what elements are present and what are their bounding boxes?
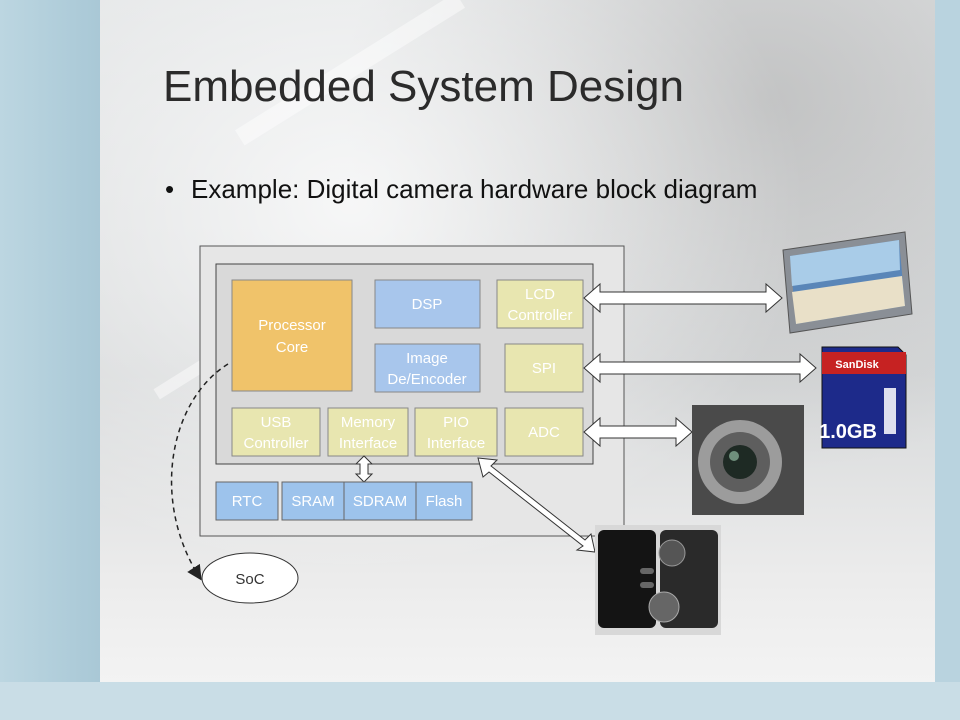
right-decor-band bbox=[935, 0, 960, 720]
camera-back-icon bbox=[595, 525, 721, 635]
sd-card-brand: SanDisk bbox=[835, 359, 879, 371]
dsp-block: DSP bbox=[374, 279, 481, 329]
memory-interface-label-2: Interface bbox=[339, 435, 397, 452]
flash-label: Flash bbox=[426, 493, 463, 510]
bottom-decor-band bbox=[0, 682, 960, 720]
image-codec-label-2: De/Encoder bbox=[387, 371, 466, 388]
lcd-controller-label-1: LCD bbox=[525, 286, 555, 303]
usb-controller-label-2: Controller bbox=[243, 435, 308, 452]
image-codec-label-1: Image bbox=[406, 350, 448, 367]
spi-block: SPI bbox=[504, 343, 584, 393]
usb-controller-label-1: USB bbox=[261, 414, 292, 431]
lcd-controller-block: LCD Controller bbox=[496, 279, 584, 329]
usb-controller-block: USB Controller bbox=[231, 407, 321, 457]
pio-interface-block: PIO Interface bbox=[414, 407, 498, 457]
camera-lens-icon bbox=[692, 405, 804, 515]
memory-interface-block: Memory Interface bbox=[327, 407, 409, 457]
dsp-label: DSP bbox=[412, 296, 443, 313]
adc-block: ADC bbox=[504, 407, 584, 457]
bullet-item: • Example: Digital camera hardware block … bbox=[165, 174, 757, 205]
left-decor-band bbox=[0, 0, 100, 720]
lcd-controller-label-2: Controller bbox=[507, 307, 572, 324]
processor-core-block: Processor Core bbox=[231, 279, 353, 392]
soc-pointer-arrow bbox=[170, 363, 229, 581]
sd-card-icon: SanDisk 1.0GB bbox=[819, 346, 907, 449]
lcd-monitor-icon bbox=[782, 231, 913, 334]
pio-interface-label-2: Interface bbox=[427, 435, 485, 452]
sd-card-capacity: 1.0GB bbox=[819, 421, 877, 443]
sram-label: SRAM bbox=[291, 493, 334, 510]
pio-interface-label-1: PIO bbox=[443, 414, 469, 431]
lcd-link-arrow bbox=[583, 282, 783, 314]
flash-block: Flash bbox=[415, 481, 473, 521]
spi-link-arrow bbox=[583, 352, 817, 384]
sdram-block: SDRAM bbox=[343, 481, 417, 521]
sram-block: SRAM bbox=[281, 481, 345, 521]
bullet-dot: • bbox=[165, 174, 175, 204]
soc-label: SoC bbox=[235, 571, 264, 588]
processor-core-label-2: Core bbox=[276, 339, 309, 356]
rtc-label: RTC bbox=[232, 493, 263, 510]
image-codec-block: Image De/Encoder bbox=[374, 343, 481, 393]
adc-label: ADC bbox=[528, 424, 560, 441]
sdram-label: SDRAM bbox=[353, 493, 407, 510]
slide-title: Embedded System Design bbox=[163, 62, 684, 111]
bullet-text: Example: Digital camera hardware block d… bbox=[191, 174, 758, 204]
adc-link-arrow bbox=[583, 416, 693, 448]
processor-core-label-1: Processor bbox=[258, 317, 326, 334]
spi-label: SPI bbox=[532, 360, 556, 377]
memory-interface-label-1: Memory bbox=[341, 414, 396, 431]
soc-label-ellipse: SoC bbox=[201, 552, 299, 604]
rtc-block: RTC bbox=[215, 481, 279, 521]
